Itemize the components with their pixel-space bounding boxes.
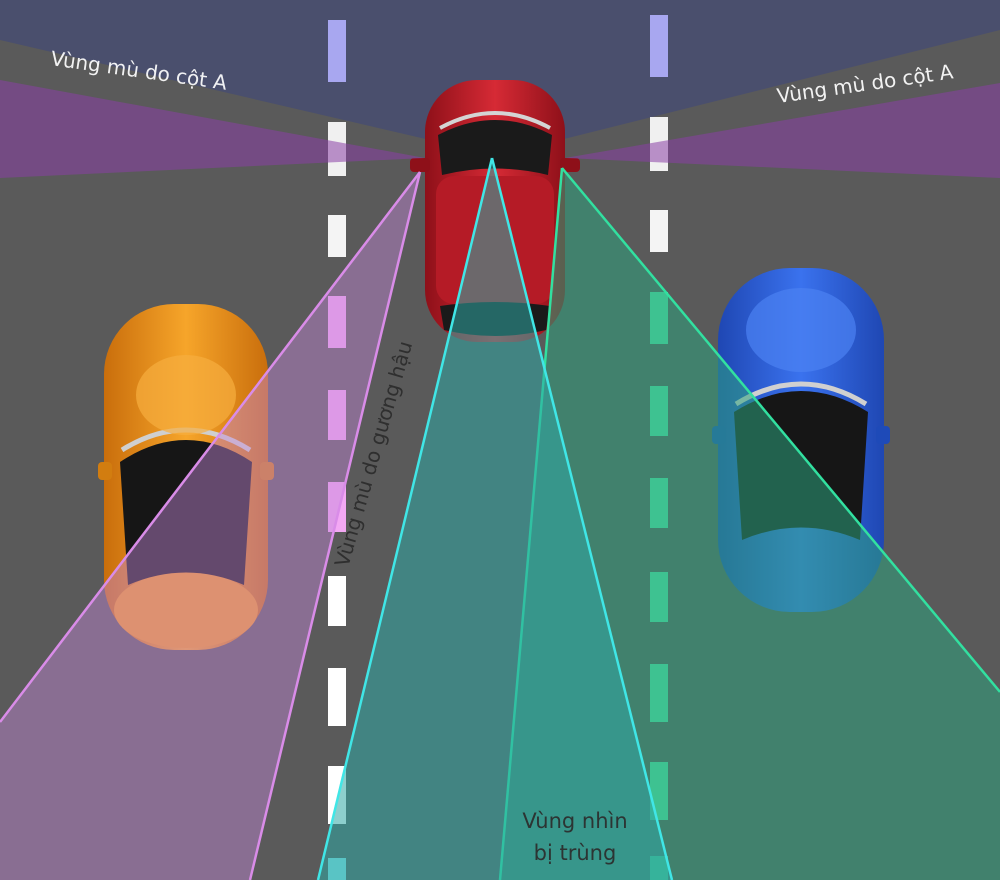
label-overlap-line1: Vùng nhìn bbox=[522, 809, 627, 833]
mirror-view-zone-left bbox=[0, 172, 420, 880]
front-view-band bbox=[0, 0, 1000, 140]
rear-mirror-view-zone bbox=[318, 158, 672, 880]
a-pillar-blind-zone-right bbox=[565, 83, 1000, 178]
lane-marking-left bbox=[328, 20, 346, 880]
a-pillar-blind-zone-left bbox=[0, 80, 425, 178]
label-overlap-line2: bị trùng bbox=[534, 841, 617, 865]
